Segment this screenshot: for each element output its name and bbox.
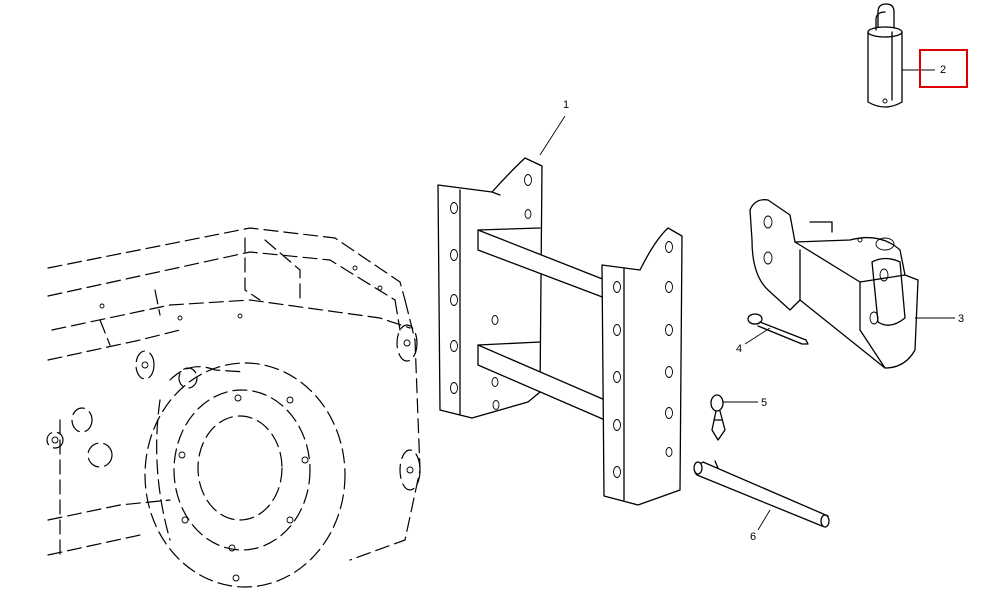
callout-2-highlight-box[interactable] — [919, 49, 968, 88]
leader-lines — [539, 69, 955, 531]
callout-2[interactable]: 2 — [940, 64, 946, 76]
part-1-hitch-frame — [437, 157, 683, 506]
callout-1[interactable]: 1 — [563, 99, 569, 111]
part-4-cotter-pin — [747, 313, 809, 345]
callout-6[interactable]: 6 — [750, 531, 756, 543]
tractor-housing-phantom — [46, 227, 421, 588]
part-6-long-pin — [693, 460, 830, 528]
part-2-handle-pin — [867, 3, 903, 108]
part-3-drawbar-bracket — [749, 199, 919, 369]
callout-3[interactable]: 3 — [958, 313, 964, 325]
callout-5[interactable]: 5 — [761, 397, 767, 409]
part-5-spring-clip — [710, 394, 726, 441]
callout-4[interactable]: 4 — [736, 343, 742, 355]
